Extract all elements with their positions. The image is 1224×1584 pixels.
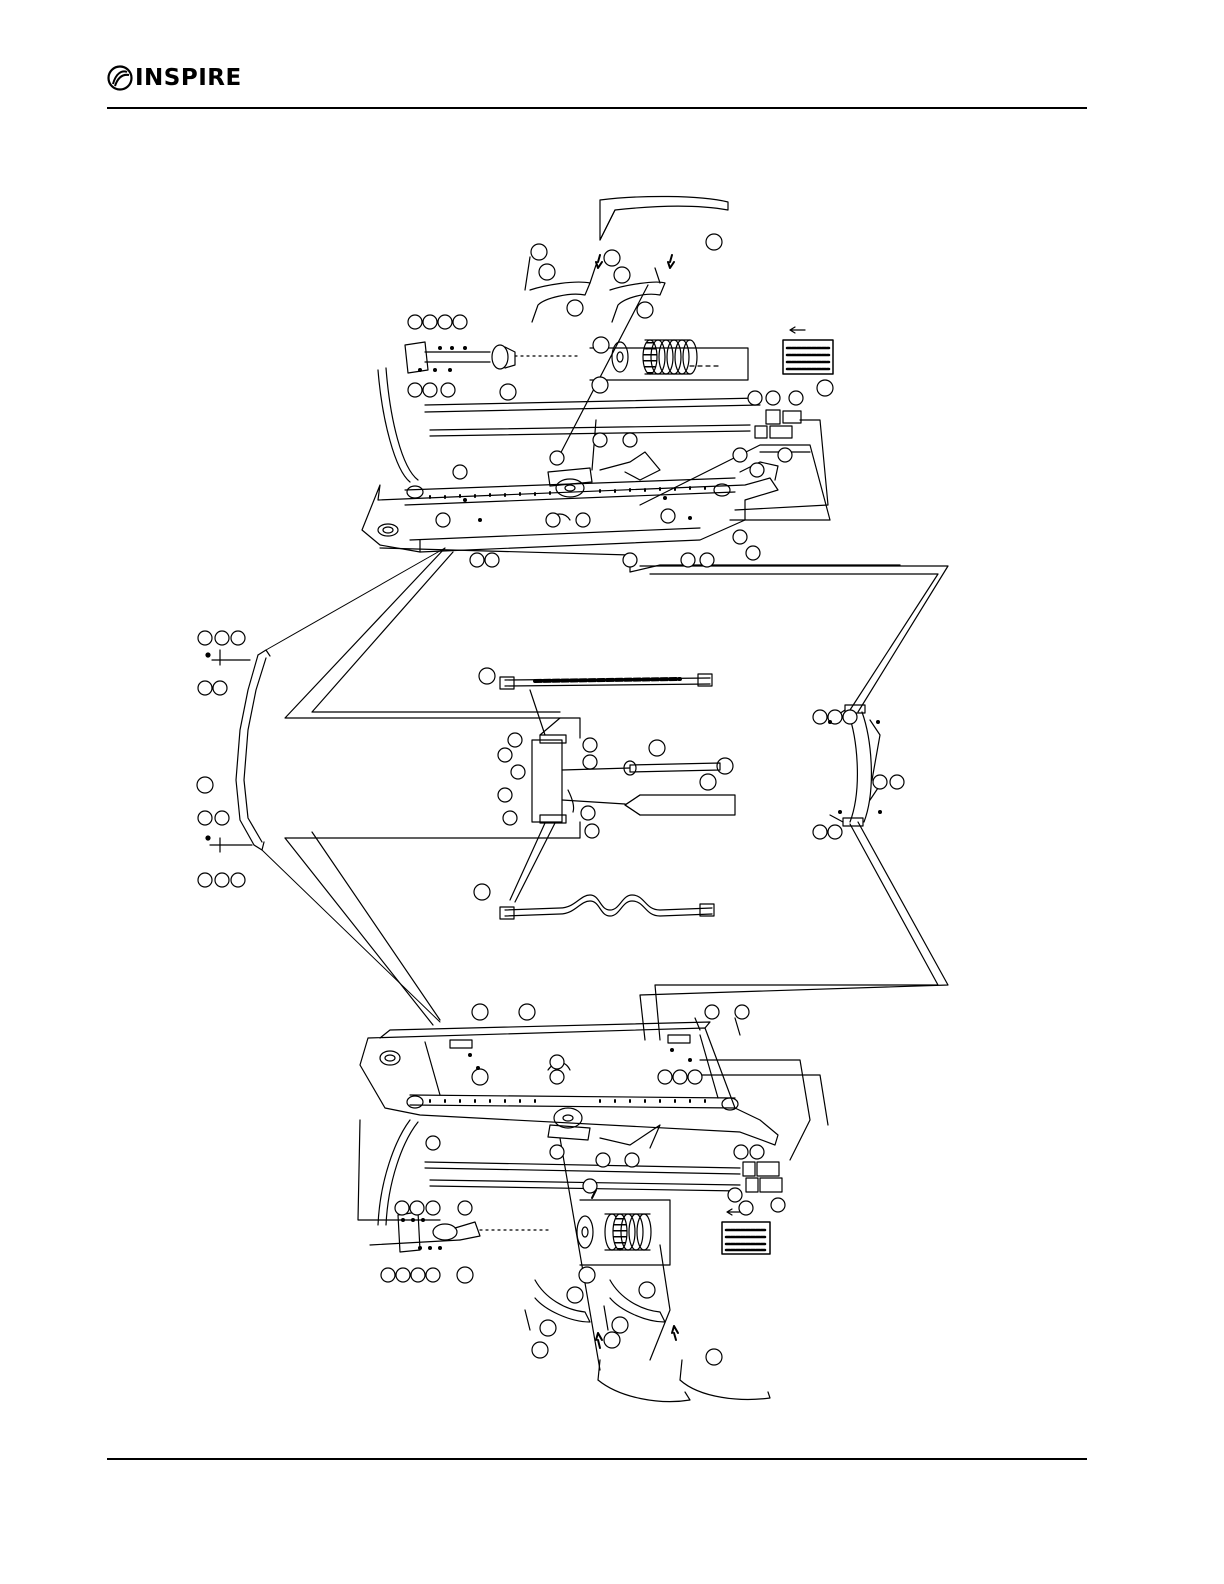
- page-header: INSPIRE: [107, 58, 242, 98]
- bottom-weight-plates: [577, 1190, 670, 1265]
- left-long-arm: [206, 548, 445, 1022]
- header-divider: [107, 107, 1087, 109]
- footer-divider: [107, 1458, 1087, 1460]
- center-accessories: [500, 674, 735, 919]
- top-shrouds: [525, 196, 728, 322]
- top-weight-plates: [590, 340, 748, 380]
- exploded-parts-diagram: [180, 180, 1020, 1420]
- top-weight-chart: [783, 327, 833, 374]
- inspire-logo-icon: [107, 65, 133, 91]
- bottom-weight-chart: [722, 1209, 770, 1254]
- connection-outlines: [285, 548, 948, 1040]
- brand-name: INSPIRE: [135, 67, 242, 90]
- callout-bubbles: [197, 234, 904, 1365]
